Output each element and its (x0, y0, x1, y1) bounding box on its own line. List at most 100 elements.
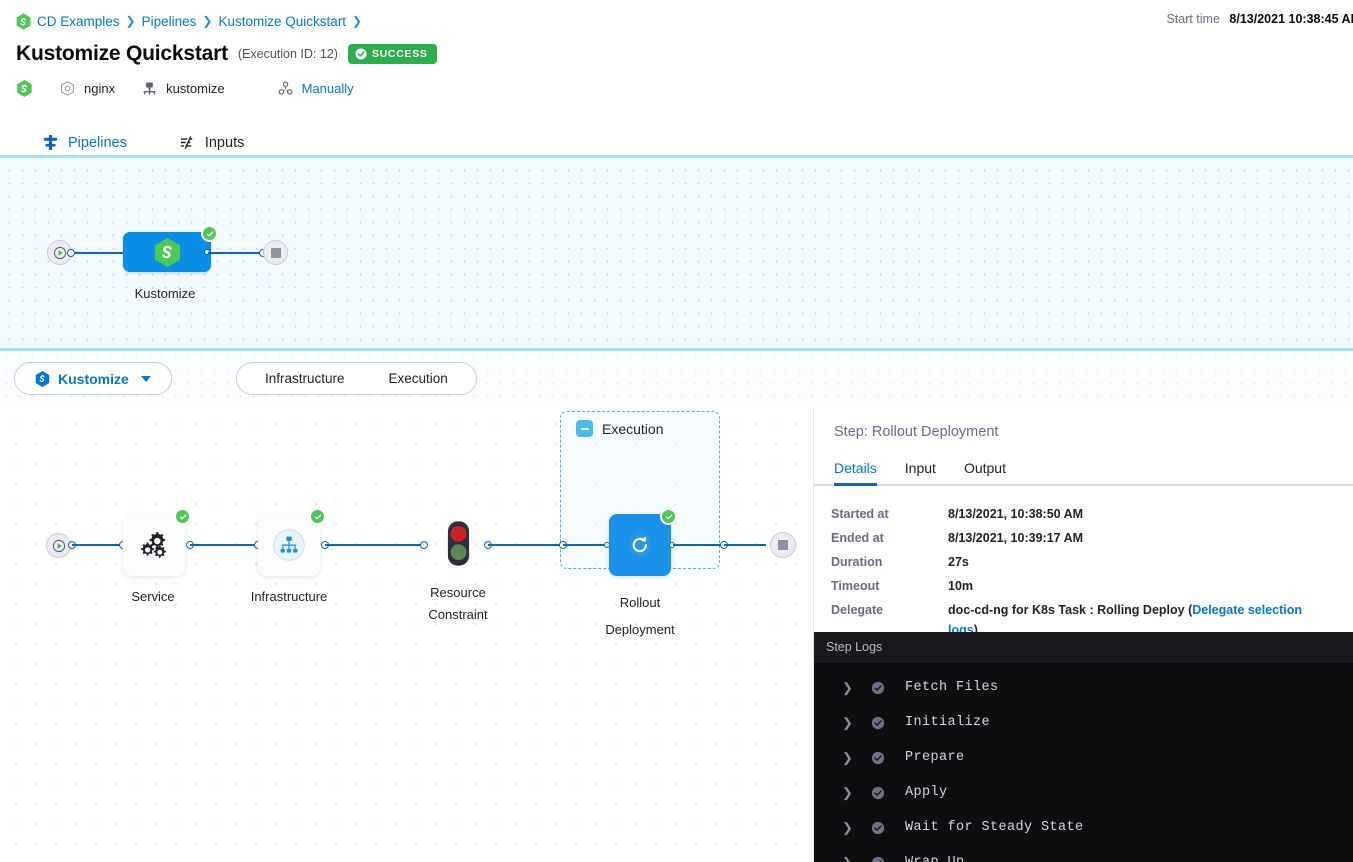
end-node (770, 532, 796, 558)
detail-key-delegate: Delegate (831, 603, 884, 617)
step-logs-header: Step Logs (814, 632, 1353, 662)
tab-pipelines-label: Pipelines (68, 134, 127, 151)
connector-line (724, 544, 766, 546)
infrastructure-tree-icon (273, 529, 305, 561)
log-row-label: Apply (905, 785, 948, 800)
breadcrumb-chevron-icon: ❯ (352, 14, 363, 28)
connector-line (208, 252, 263, 254)
meta-item-service-label: nginx (84, 81, 116, 96)
log-row[interactable]: ❯ Apply (814, 775, 1353, 810)
harness-hex-icon (16, 12, 31, 30)
log-row-label: Wait for Steady State (905, 820, 1084, 835)
log-row[interactable]: ❯ Initialize (814, 705, 1353, 740)
infrastructure-icon (141, 80, 158, 97)
chevron-right-icon[interactable]: ❯ (842, 820, 853, 835)
detail-key-started-at: Started at (831, 507, 889, 521)
tab-input[interactable]: Input (904, 460, 936, 476)
inputs-icon (179, 134, 196, 151)
breadcrumb-item-kustomize-quickstart[interactable]: Kustomize Quickstart (218, 13, 346, 29)
status-check-icon (871, 681, 885, 695)
page-header: CD Examples ❯ Pipelines ❯ Kustomize Quic… (0, 0, 1353, 163)
status-check-icon (871, 821, 885, 835)
meta-item-infrastructure: kustomize (141, 80, 225, 97)
connector-port (67, 249, 75, 257)
step-node-infrastructure-label: Infrastructure (250, 589, 328, 604)
status-badge: SUCCESS (347, 44, 437, 64)
stop-square-icon (778, 540, 788, 550)
chevron-right-icon[interactable]: ❯ (842, 715, 853, 730)
trigger-icon (277, 80, 294, 97)
execution-group-label: Execution (602, 420, 664, 437)
step-detail-title: Step: Rollout Deployment (834, 424, 999, 440)
title-row: Kustomize Quickstart (Execution ID: 12) … (16, 42, 1337, 66)
meta-item-service: nginx (59, 80, 115, 97)
connector-line (72, 544, 122, 546)
tab-details[interactable]: Details (834, 460, 891, 486)
tab-inputs-label: Inputs (204, 134, 245, 151)
breadcrumb-item-cd-examples[interactable]: CD Examples (37, 13, 120, 29)
log-row-label: Initialize (905, 715, 991, 730)
status-check-icon (871, 751, 885, 765)
log-row[interactable]: ❯ Fetch Files (814, 670, 1353, 705)
execution-group-header[interactable]: Execution (576, 420, 663, 437)
status-check-icon (201, 225, 218, 242)
status-check-icon (309, 508, 326, 525)
stage-graph-canvas[interactable]: Service (0, 407, 813, 862)
start-time-value: 8/13/2021 10:38:45 AM (1229, 12, 1353, 26)
detail-key-ended-at: Ended at (831, 531, 884, 545)
start-time-label: Start time (1166, 12, 1220, 26)
connector-line (325, 544, 423, 546)
detail-key-duration: Duration (831, 555, 883, 569)
harness-hex-icon (154, 237, 180, 267)
status-check-icon (174, 508, 191, 525)
log-row[interactable]: ❯ Wrap Up (814, 845, 1353, 862)
section-execution[interactable]: Execution (388, 371, 448, 386)
step-node-service[interactable] (123, 508, 191, 576)
log-row-label: Wrap Up (905, 855, 965, 862)
harness-hex-icon (16, 80, 33, 97)
tab-output[interactable]: Output (963, 460, 1006, 476)
connector-line (673, 544, 723, 546)
connector-line (563, 544, 611, 546)
collapse-icon[interactable] (576, 420, 593, 437)
detail-value-duration: 27s (948, 555, 969, 569)
stage-node-kustomize[interactable] (123, 225, 218, 272)
log-row[interactable]: ❯ Prepare (814, 740, 1353, 775)
chevron-down-icon (140, 375, 151, 382)
detail-value-ended-at: 8/13/2021, 10:39:17 AM (948, 531, 1084, 545)
log-row[interactable]: ❯ Wait for Steady State (814, 810, 1353, 845)
detail-value-started-at: 8/13/2021, 10:38:50 AM (948, 507, 1084, 521)
chevron-right-icon[interactable]: ❯ (842, 856, 854, 862)
delegate-prefix: doc-cd-ng for K8s Task : Rolling Deploy … (948, 603, 1193, 617)
stage-node-label: Kustomize (134, 286, 196, 301)
breadcrumb-chevron-icon: ❯ (202, 14, 213, 28)
chevron-right-icon[interactable]: ❯ (842, 750, 853, 765)
step-detail-tabs: Details Input Output (814, 456, 1353, 486)
traffic-light-icon (447, 521, 470, 566)
breadcrumb-item-pipelines[interactable]: Pipelines (141, 13, 197, 29)
stop-square-icon (270, 247, 281, 258)
step-node-resource-constraint[interactable] (446, 520, 471, 567)
pipeline-overview-canvas[interactable]: Kustomize (0, 155, 1353, 351)
step-node-rollout-deployment[interactable] (609, 508, 677, 576)
status-check-icon (871, 856, 885, 862)
section-infrastructure[interactable]: Infrastructure (265, 371, 345, 386)
start-time: Start time 8/13/2021 10:38:45 AM (1166, 12, 1353, 26)
tab-inputs[interactable]: Inputs (153, 134, 271, 163)
stage-selector-bar: Kustomize Infrastructure Execution (0, 351, 1353, 407)
log-row-label: Prepare (905, 750, 965, 765)
stage-dropdown[interactable]: Kustomize (14, 362, 172, 395)
service-hex-icon (59, 80, 76, 97)
chevron-right-icon[interactable]: ❯ (842, 785, 853, 800)
step-detail-panel: Step: Rollout Deployment Details Input O… (813, 407, 1353, 862)
step-details-grid: Started at 8/13/2021, 10:38:50 AM Ended … (814, 486, 1353, 640)
meta-item-trigger-label[interactable]: Manually (301, 81, 354, 96)
status-badge-label: SUCCESS (371, 48, 428, 60)
breadcrumb-chevron-icon: ❯ (125, 14, 136, 28)
step-node-infrastructure[interactable] (258, 508, 326, 576)
meta-item-trigger[interactable]: Manually (277, 80, 354, 97)
check-circle-icon (355, 48, 367, 60)
step-logs-panel[interactable]: Step Logs ❯ Fetch Files ❯ Initialize (814, 632, 1353, 862)
chevron-right-icon[interactable]: ❯ (842, 680, 853, 695)
